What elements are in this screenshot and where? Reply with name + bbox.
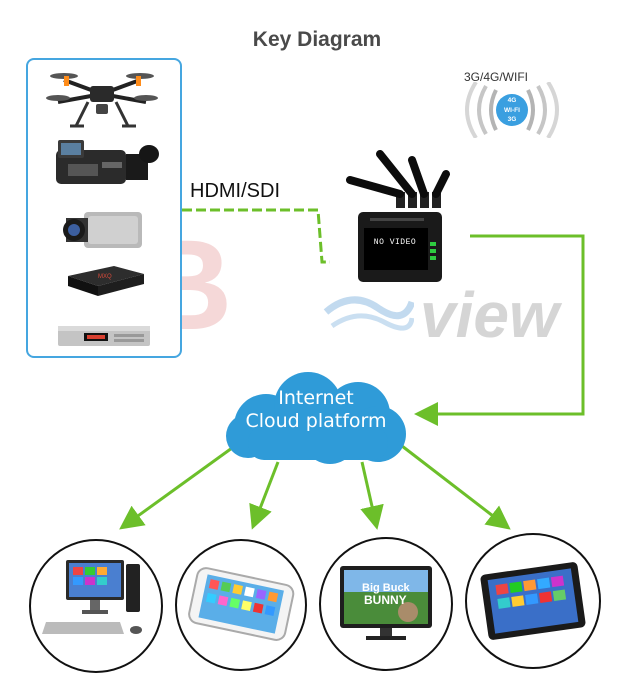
wifi-badge-line: WI-FI — [504, 107, 520, 114]
tv-monitor-icon: Big Buck BUNNY — [319, 537, 453, 671]
watermark-wave-icon — [323, 296, 414, 331]
cloud-icon — [226, 372, 406, 464]
watermark-word: view — [420, 279, 559, 351]
desktop-computer-icon — [29, 539, 163, 673]
set-top-box-icon — [58, 326, 150, 346]
encoder-screen-text: NO VIDEO — [373, 238, 417, 247]
encoder-device-icon — [346, 150, 450, 282]
wireless-label: 3G/4G/WIFI — [464, 70, 529, 84]
camcorder-icon — [56, 140, 159, 184]
tv-screen-title: BUNNY — [364, 593, 407, 607]
wifi-signal-icon: 4G WI-FI 3G — [465, 82, 559, 138]
wifi-badge-line: 4G — [508, 97, 517, 104]
source-devices-frame — [26, 58, 182, 358]
wifi-badge-line: 3G — [508, 116, 517, 123]
cloud-label: Internet Cloud platform — [226, 387, 406, 433]
cloud-label-line: Internet — [278, 387, 354, 409]
diagram-title: Key Diagram — [252, 28, 382, 51]
svg-text:MXQ: MXQ — [98, 274, 112, 280]
tv-screen-title: Big Buck — [362, 582, 411, 594]
tablet-icon — [465, 533, 601, 669]
smartphone-icon — [175, 539, 307, 671]
drone-icon — [46, 73, 158, 128]
cloud-label-line: Cloud platform — [245, 410, 387, 432]
connection-label: HDMI/SDI — [190, 180, 280, 202]
security-camera-icon — [63, 212, 142, 248]
tv-box-icon: MXQ — [68, 266, 144, 296]
